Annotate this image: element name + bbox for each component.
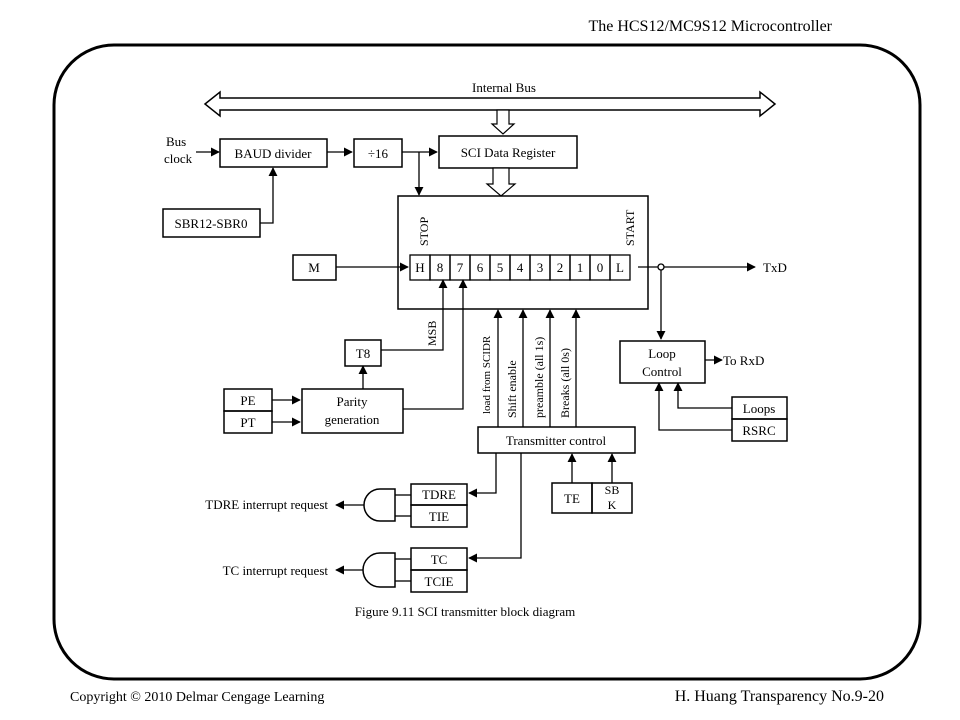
tdre-label: TDRE (422, 487, 456, 502)
te-label: TE (564, 491, 580, 506)
shift-bit-label: 1 (577, 260, 584, 275)
txd-junction (657, 263, 665, 271)
footer-page-number: H. Huang Transparency No.9-20 (674, 688, 884, 705)
pe-label: PE (240, 393, 255, 408)
tc-and-gate (362, 552, 396, 588)
start-label: START (623, 209, 637, 246)
internal-bus-arrow (203, 90, 777, 118)
footer-copyright: Copyright © 2010 Delmar Cengage Learning (70, 690, 325, 705)
bus-clock-label-2: clock (164, 151, 193, 166)
shift-bit-label: 2 (557, 260, 564, 275)
m-label: M (308, 260, 320, 275)
msb-label: MSB (425, 321, 439, 346)
parity-label-1: Parity (336, 394, 368, 409)
loop-control-label-2: Control (642, 364, 682, 379)
shift-bit-label: 8 (437, 260, 444, 275)
baud-divider-box (219, 138, 328, 168)
loops-to-loop-arrow (673, 382, 732, 409)
shift-bit-label: 4 (517, 260, 524, 275)
baud-divider-label: BAUD divider (235, 146, 313, 161)
shift-bit-label: 6 (477, 260, 484, 275)
parity-to-bit7-arrow (403, 279, 468, 410)
figure-caption: Figure 9.11 SCI transmitter block diagra… (355, 604, 575, 619)
sbk-label-2: K (608, 498, 617, 512)
sbk-label-1: SB (605, 483, 620, 497)
txd-label: TxD (763, 260, 787, 275)
tx-to-tdre-arrow (468, 453, 497, 498)
transmitter-control-box (477, 426, 636, 454)
rsrc-label: RSRC (742, 423, 775, 438)
to-rxd-label: To RxD (723, 353, 764, 368)
loop-control-label-1: Loop (648, 346, 675, 361)
shift-bit-label: L (616, 260, 624, 275)
shift-bit-label: 0 (597, 260, 604, 275)
shift-bit-label: 5 (497, 260, 504, 275)
shift-enable-label: Shift enable (505, 360, 519, 418)
parity-label-2: generation (325, 412, 380, 427)
loops-label: Loops (743, 401, 776, 416)
div16-box (353, 138, 403, 168)
tx-to-tc-arrow (468, 453, 522, 563)
tcie-label: TCIE (425, 574, 454, 589)
shift-bit-label: 7 (457, 260, 464, 275)
internal-bus-label: Internal Bus (472, 80, 536, 95)
shift-bit-cell (609, 254, 631, 281)
sbr-label: SBR12-SBR0 (175, 216, 248, 231)
load-from-scidr-label: load from SCIDR (481, 335, 493, 414)
parity-generation-box (301, 388, 404, 434)
slide-frame (52, 43, 922, 681)
preamble-label: preamble (all 1s) (532, 337, 546, 418)
tie-label: TIE (429, 509, 449, 524)
pt-label: PT (240, 415, 255, 430)
tdre-interrupt-label: TDRE interrupt request (205, 497, 328, 512)
bus-to-scidr-arrow (490, 109, 516, 135)
shift-bit-label: 3 (537, 260, 544, 275)
bus-clock-label-1: Bus (166, 134, 186, 149)
div16-label: ÷16 (368, 146, 389, 161)
shift-bit-label: H (415, 260, 424, 275)
stop-label: STOP (417, 217, 431, 246)
rsrc-to-loop-arrow (654, 382, 732, 431)
sbr-to-baud-arrow (260, 167, 278, 224)
sci-data-register-label: SCI Data Register (461, 145, 556, 160)
slide-header-title: The HCS12/MC9S12 Microcontroller (588, 18, 832, 35)
transmitter-control-label: Transmitter control (506, 433, 607, 448)
scidr-to-shifter-arrow (485, 167, 517, 197)
t8-label: T8 (356, 346, 370, 361)
tc-interrupt-label: TC interrupt request (223, 563, 329, 578)
breaks-label: Breaks (all 0s) (558, 348, 572, 418)
tc-label: TC (431, 552, 448, 567)
t8-to-bit8-arrow (381, 279, 448, 351)
tdre-and-gate (363, 488, 396, 522)
shift-register-outer (397, 195, 649, 310)
